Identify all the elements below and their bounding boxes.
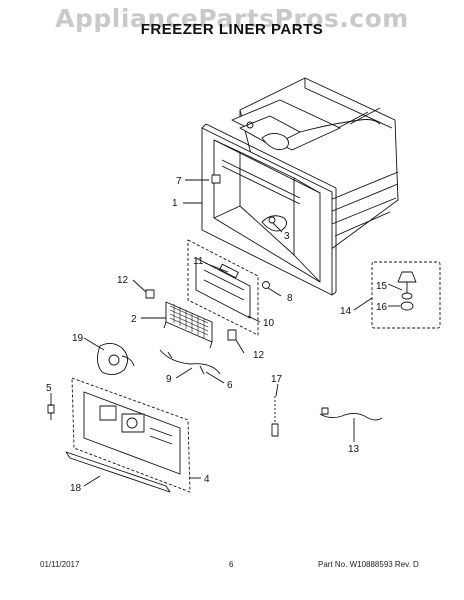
watermark: AppliancePartsPros.com — [55, 4, 409, 33]
page-title: FREEZER LINER PARTS — [140, 21, 324, 38]
callout-labels: 1 2 3 4 5 6 7 8 9 10 11 12 12 13 14 15 1… — [46, 176, 388, 494]
part-14-kit — [371, 261, 441, 329]
callout-16: 16 — [376, 302, 388, 313]
callout-5: 5 — [46, 383, 52, 394]
part-12-clip-left — [145, 289, 155, 299]
callout-18: 18 — [70, 483, 82, 494]
callout-15: 15 — [376, 281, 388, 292]
part-19-damper — [97, 343, 135, 375]
leader-lines — [50, 179, 403, 487]
evaporator-cover — [187, 239, 259, 336]
callout-7: 7 — [176, 176, 182, 187]
part-5-screw — [47, 404, 55, 414]
callout-1: 1 — [172, 198, 178, 209]
callout-8: 8 — [287, 293, 293, 304]
part-9-wire — [159, 349, 221, 375]
callout-11: 11 — [193, 256, 204, 267]
callout-6: 6 — [227, 380, 233, 391]
callout-9: 9 — [166, 374, 172, 385]
footer-date: 01/11/2017 — [40, 560, 80, 569]
footer-page-number: 6 — [229, 560, 234, 569]
part-8-screw — [262, 281, 270, 289]
lower-panel — [71, 377, 191, 493]
part-18-trim — [65, 451, 171, 493]
footer-part-number: Part No. W10888593 Rev. D — [318, 560, 419, 569]
part-17-sensor — [271, 396, 279, 437]
heater-grid — [163, 301, 213, 349]
callout-10: 10 — [263, 318, 275, 329]
callout-14: 14 — [340, 306, 352, 317]
callout-2: 2 — [131, 314, 137, 325]
freezer-liner — [201, 77, 399, 296]
part-12-clip-right — [227, 329, 237, 341]
callout-12-left: 12 — [117, 275, 129, 286]
callout-4: 4 — [204, 474, 210, 485]
callout-13: 13 — [348, 444, 360, 455]
callout-19: 19 — [72, 333, 84, 344]
part-7-clip — [211, 174, 221, 184]
callout-17: 17 — [271, 374, 283, 385]
callout-12-right: 12 — [253, 350, 265, 361]
callout-3: 3 — [284, 231, 290, 242]
part-13-harness — [319, 413, 383, 421]
